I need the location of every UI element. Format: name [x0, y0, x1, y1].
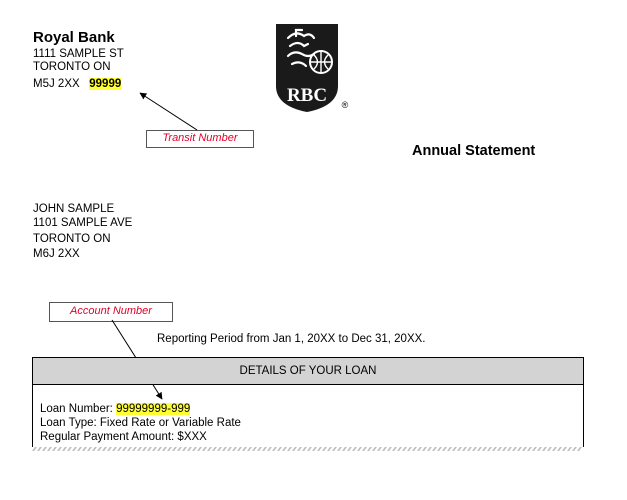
logo-text: RBC: [287, 85, 327, 106]
bank-postal-code: M5J 2XX: [33, 78, 80, 90]
transit-number-callout: Transit Number: [146, 130, 254, 148]
customer-name: JOHN SAMPLE: [33, 203, 115, 215]
statement-title: Annual Statement: [412, 143, 536, 159]
loan-details-box: DETAILS OF YOUR LOAN: [32, 357, 584, 447]
loan-number-label: Loan Number:: [40, 403, 117, 415]
registered-mark: ®: [342, 100, 349, 110]
regular-payment: Regular Payment Amount: $XXX: [40, 431, 207, 443]
loan-number-line: Loan Number: 99999999-999: [40, 403, 191, 416]
reporting-period: Reporting Period from Jan 1, 20XX to Dec…: [157, 333, 426, 345]
bank-address-line2: TORONTO ON: [33, 61, 111, 73]
account-number-callout: Account Number: [49, 302, 173, 322]
transit-arrow: [139, 92, 198, 131]
loan-type: Loan Type: Fixed Rate or Variable Rate: [40, 417, 241, 429]
torn-edge: [32, 447, 582, 451]
customer-address-line1: 1101 SAMPLE AVE: [33, 217, 133, 229]
bank-address-line1: 1111 SAMPLE ST: [33, 48, 124, 60]
loan-number-value: 99999999-999: [116, 403, 191, 415]
rbc-logo: RBC ®: [274, 24, 354, 119]
bank-postal-line: M5J 2XX 99999: [33, 78, 122, 91]
loan-details-header: DETAILS OF YOUR LOAN: [33, 358, 583, 385]
customer-address-line2: TORONTO ON: [33, 233, 111, 245]
customer-postal-code: M6J 2XX: [33, 248, 80, 260]
transit-number: 99999: [89, 78, 122, 90]
bank-name: Royal Bank: [33, 29, 115, 46]
